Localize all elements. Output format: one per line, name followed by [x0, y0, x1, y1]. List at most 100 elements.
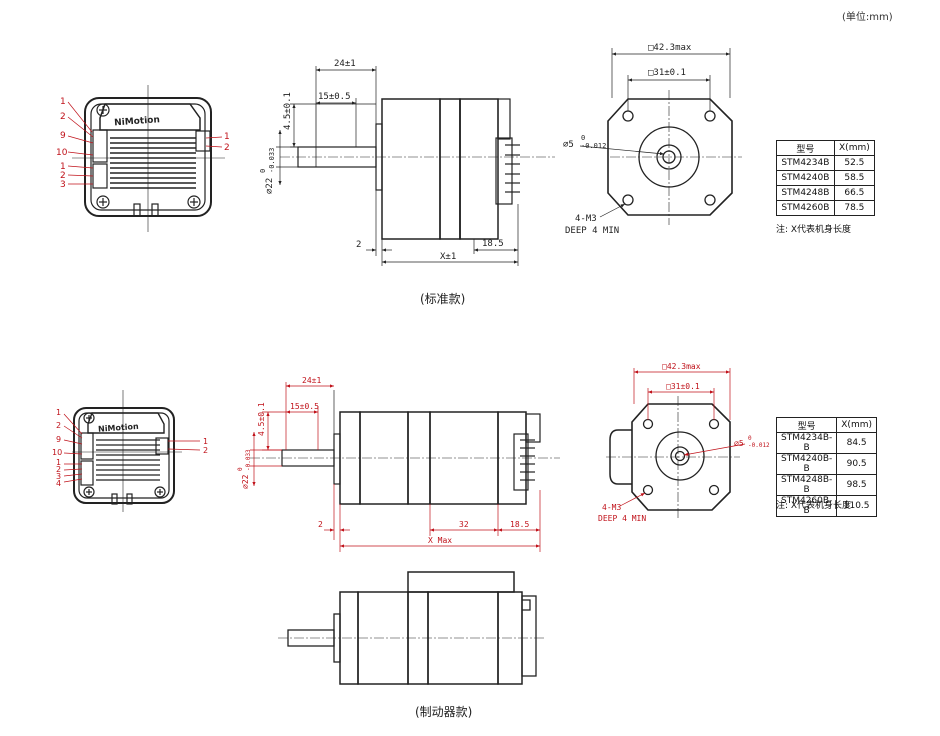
table-cell-model: STM4260B-B: [775, 495, 838, 517]
dim-length: X±1: [440, 252, 456, 262]
pin-label: 3: [56, 472, 61, 481]
dim-hole-pitch: □31±0.1: [648, 68, 686, 78]
dim-rear: 18.5: [482, 239, 504, 249]
standard-note: 注: X代表机身长度: [776, 225, 852, 235]
table-row: STM4240B 58.5: [776, 170, 876, 186]
brake-spec-table: 型号 X(mm) STM4234B-B 84.5 STM4240B-B 90.5…: [775, 417, 877, 517]
table-cell-model: STM4248B: [776, 185, 835, 201]
pin-label: 1: [203, 437, 208, 446]
brake-dim-bore: ∅5: [734, 439, 744, 448]
brake-front-dims: [619, 368, 746, 507]
brake-fins: [96, 439, 160, 481]
brake-pin-labels: [63, 413, 201, 483]
brake-note: 注: X代表机身长度: [776, 501, 852, 511]
pin-label: 2: [224, 143, 230, 153]
dim-bore-tol-top: 0: [581, 134, 585, 142]
table-header: X(mm): [836, 417, 877, 433]
table-row: STM4248B-B 98.5: [775, 474, 877, 496]
table-cell-x: 78.5: [833, 200, 876, 216]
pin-label: 1: [224, 132, 230, 142]
brake-dim-front-square: □42.3max: [662, 362, 701, 371]
pin-label: 2: [56, 421, 61, 430]
brake-dim-boss: 2: [318, 520, 323, 529]
table-cell-model: STM4234B-B: [775, 432, 838, 454]
table-row: STM4260B-B 110.5: [775, 495, 877, 517]
dim-front-square: □42.3max: [648, 43, 692, 53]
brake-side-view: [250, 390, 560, 505]
dim-bore: ∅5: [563, 140, 574, 150]
brake-dim-bore-tol-top: 0: [748, 435, 752, 442]
table-row: STM4248B 66.5: [776, 185, 876, 201]
brake-dim-bore-tol-bot: -0.012: [748, 442, 770, 449]
dim-holes: 4-M3: [575, 214, 597, 224]
unit-label: (单位:mm): [842, 12, 893, 23]
standard-fins: [110, 137, 196, 189]
dim-total-shaft: 24±1: [334, 59, 356, 69]
table-cell-x: 90.5: [836, 453, 877, 475]
standard-pin-labels: [67, 101, 223, 185]
table-header: 型号: [775, 417, 838, 433]
table-cell-model: STM4248B-B: [775, 474, 838, 496]
brake-dim-shaft-tol-bot: -0.033: [245, 449, 252, 471]
pin-label: 2: [56, 465, 61, 474]
brake-logo: NiMotion: [98, 422, 139, 434]
table-cell-x: 110.5: [836, 495, 877, 517]
table-cell-x: 66.5: [833, 185, 876, 201]
dim-boss: 2: [356, 240, 361, 250]
dim-depth: DEEP 4 MIN: [565, 226, 619, 236]
pin-label: 2: [60, 112, 66, 122]
table-cell-x: 84.5: [836, 432, 877, 454]
brake-dim-length: X Max: [428, 536, 452, 545]
pin-label: 9: [60, 131, 66, 141]
caption-standard: (标准款): [420, 292, 466, 306]
table-header-row: 型号 X(mm): [776, 140, 876, 156]
table-cell-model: STM4240B-B: [775, 453, 838, 475]
pin-label: 1: [60, 97, 66, 107]
table-row: STM4260B 78.5: [776, 200, 876, 216]
table-cell-x: 58.5: [833, 170, 876, 186]
brake-dim-shaft-dia: ∅22: [241, 474, 250, 489]
brake-rear-view: [72, 390, 182, 512]
brake-outline-view: [278, 571, 545, 685]
table-row: STM4240B-B 90.5: [775, 453, 877, 475]
pin-label: 2: [60, 171, 66, 181]
dim-flat: 15±0.5: [318, 92, 351, 102]
dim-shaft-tol-top: 0: [259, 169, 267, 173]
standard-side-view: [280, 98, 555, 240]
brake-dim-shaft-tol-top: 0: [237, 467, 244, 471]
pin-label: 4: [56, 479, 61, 488]
brake-front-view: [606, 396, 740, 518]
pin-label: 10: [56, 148, 68, 158]
brake-dim-flat: 15±0.5: [290, 402, 319, 411]
brake-dim-flat-offset: 4.5±0.1: [257, 402, 266, 436]
standard-logo: NiMotion: [114, 115, 160, 128]
standard-front-view: [607, 90, 742, 225]
standard-spec-table: 型号 X(mm) STM4234B 52.5 STM4240B 58.5 STM…: [776, 140, 876, 216]
caption-brake: (制动器款): [415, 705, 473, 719]
brake-side-dims: [250, 382, 541, 552]
standard-rear-view: [72, 85, 225, 232]
pin-label: 1: [56, 408, 61, 417]
table-row: STM4234B-B 84.5: [775, 432, 877, 454]
pin-label: 10: [52, 448, 62, 457]
brake-dim-brake-len: 32: [459, 520, 469, 529]
pin-label: 2: [203, 446, 208, 455]
table-cell-model: STM4234B: [776, 155, 835, 171]
pin-label: 1: [56, 458, 61, 467]
standard-side-dims: [276, 66, 519, 266]
table-header-row: 型号 X(mm): [775, 417, 877, 433]
dim-shaft-tol-bot: -0.033: [268, 148, 276, 173]
pin-label: 9: [56, 435, 61, 444]
dim-flat-offset: 4.5±0.1: [283, 92, 293, 130]
table-header: 型号: [776, 140, 835, 156]
table-cell-model: STM4260B: [776, 200, 835, 216]
dim-bore-tol-bot: -0.012: [581, 142, 606, 150]
brake-dim-holes: 4-M3: [602, 503, 621, 512]
brake-dim-hole-pitch: □31±0.1: [666, 382, 700, 391]
dim-shaft-dia: ∅22: [265, 178, 275, 194]
standard-front-dims: [579, 48, 731, 218]
pin-label: 1: [60, 162, 66, 172]
table-row: STM4234B 52.5: [776, 155, 876, 171]
brake-dim-depth: DEEP 4 MIN: [598, 514, 646, 523]
